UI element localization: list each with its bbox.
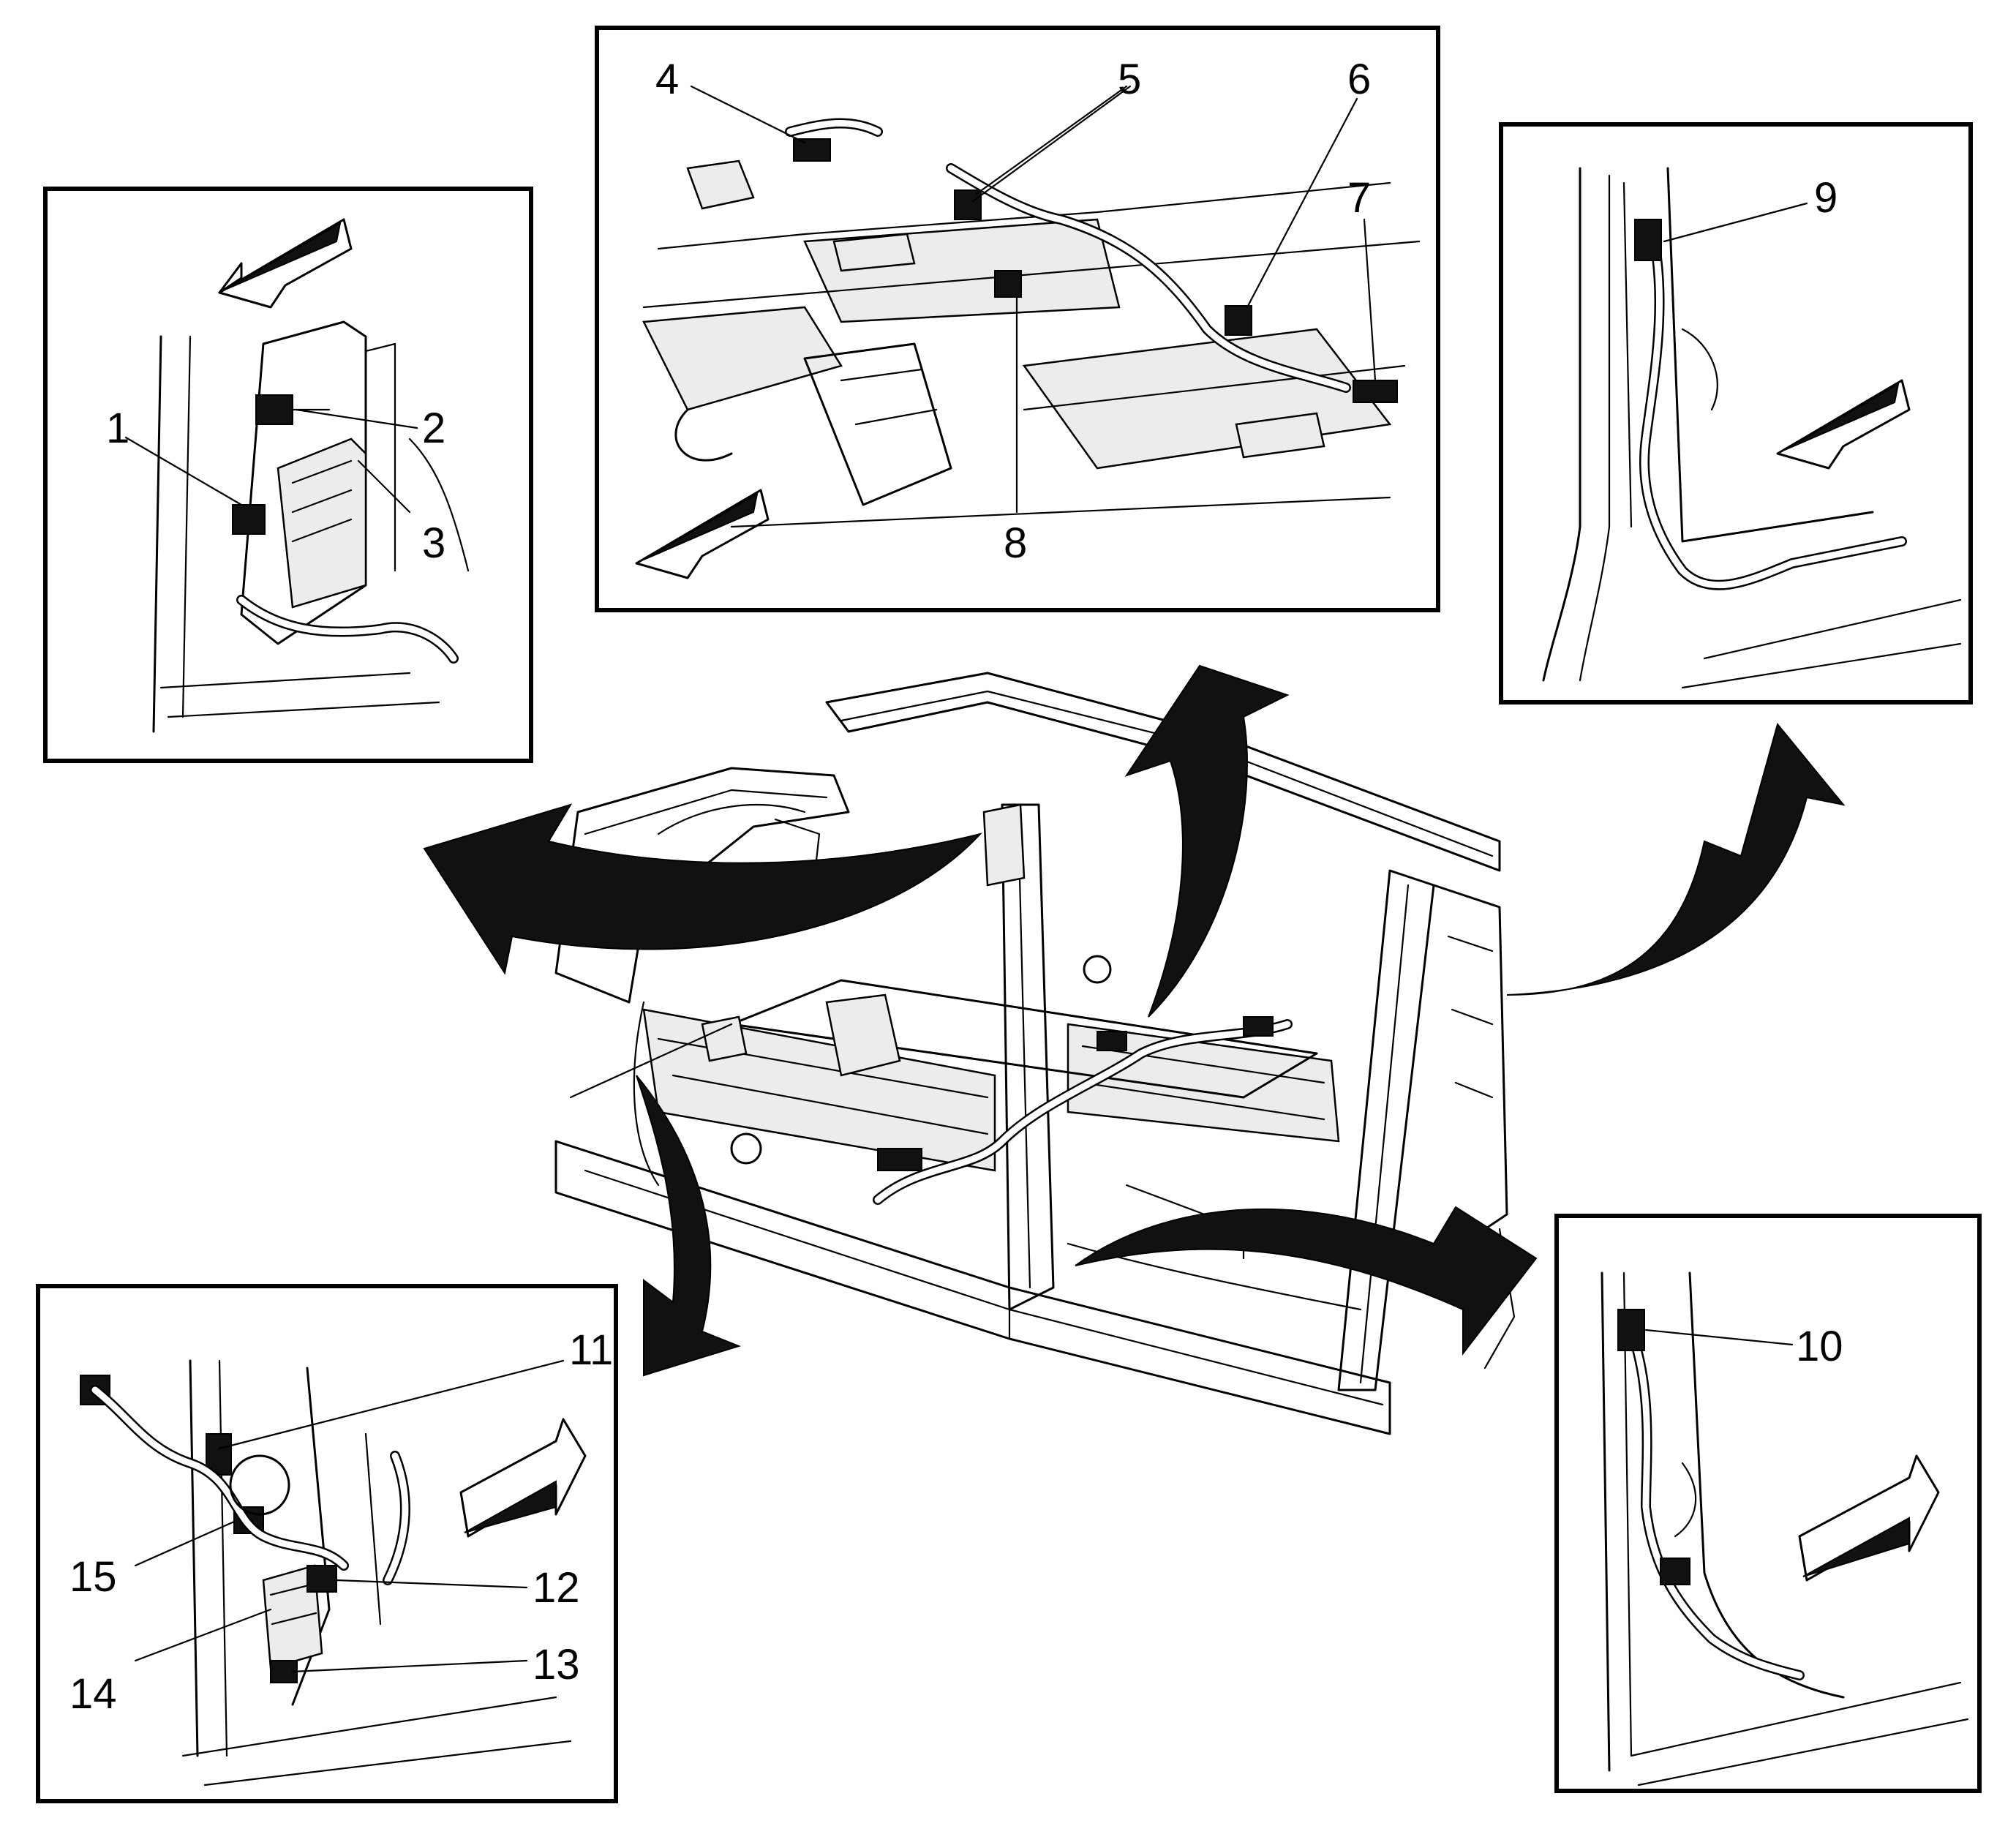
callout-11: 11 — [569, 1326, 613, 1374]
arrow-left-icon — [635, 489, 770, 579]
connector-5 — [954, 189, 982, 220]
connector-7 — [1353, 380, 1398, 403]
callout-6: 6 — [1347, 56, 1371, 103]
callout-9: 9 — [1814, 174, 1838, 222]
detail-view-floor-center: 4 5 6 7 8 — [595, 26, 1440, 612]
callout-14: 14 — [69, 1670, 117, 1718]
view-arrow-to-bottom-left — [636, 1075, 742, 1377]
detail-view-front-right-lower: 10 — [1554, 1214, 1982, 1793]
arrow-left-icon — [218, 218, 353, 309]
callout-5: 5 — [1118, 56, 1141, 103]
callout-3: 3 — [422, 519, 445, 567]
detail-view-rear-left-lower: 11 12 13 14 15 — [36, 1284, 618, 1803]
view-arrow-to-bottom-right — [1075, 1206, 1538, 1356]
view-arrow-to-top-center — [1124, 664, 1290, 1018]
arrow-left-icon — [1776, 379, 1911, 470]
callout-12: 12 — [533, 1564, 580, 1612]
view-arrow-to-top-right — [1506, 722, 1846, 996]
callout-13: 13 — [533, 1641, 580, 1688]
callout-1: 1 — [106, 405, 129, 452]
connector-6 — [1225, 305, 1252, 336]
connector-8 — [994, 270, 1022, 298]
arrow-right-icon — [1798, 1454, 1940, 1582]
callout-8: 8 — [1004, 519, 1027, 567]
connector-12 — [306, 1565, 337, 1593]
callout-15: 15 — [69, 1553, 117, 1601]
callout-4: 4 — [655, 56, 679, 103]
callout-2: 2 — [422, 405, 445, 452]
detail-view-rear-left: 1 2 3 — [43, 187, 533, 763]
connector-9 — [1634, 219, 1662, 261]
detail-view-front-right: 9 — [1499, 122, 1973, 705]
callout-10: 10 — [1796, 1323, 1843, 1370]
callout-7: 7 — [1347, 174, 1371, 222]
connector-4 — [793, 138, 831, 162]
arrow-right-icon — [459, 1418, 587, 1538]
connector-10 — [1617, 1309, 1645, 1351]
view-arrow-to-top-left — [423, 803, 983, 975]
